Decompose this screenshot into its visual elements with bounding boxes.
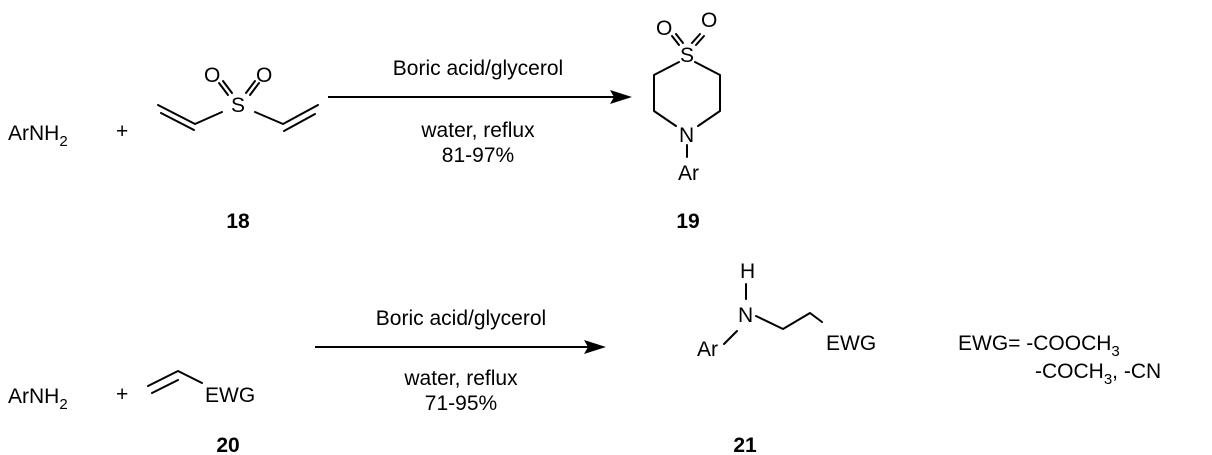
sulfone-oxygen-right: O: [256, 64, 272, 87]
divinyl-sulfone-structure: O O S: [157, 64, 319, 132]
condition-label-2: water, reflux: [403, 367, 518, 390]
product-nitrogen: N: [679, 124, 694, 147]
yield-label-1: 81-97%: [442, 144, 514, 167]
thiomorpholine-dioxide-structure: O O S N Ar: [653, 9, 721, 185]
reagent-label-2: Boric acid/glycerol: [376, 307, 546, 330]
reaction-arrow-1: [328, 90, 632, 104]
reaction-arrow-2: [315, 340, 606, 354]
reaction-1: ArNH2 + O O S Boric acid/glycerol water,…: [8, 9, 721, 233]
compound-label-18: 18: [226, 210, 250, 233]
sulfone-sulfur: S: [231, 94, 245, 117]
product-hydrogen: H: [740, 260, 755, 283]
product-oxygen-right: O: [701, 9, 717, 32]
ewg-definition: EWG= -COOCH3 -COCH3, -CN: [958, 332, 1161, 388]
plus-sign: +: [116, 383, 128, 406]
ewg-definition-line-1: EWG= -COOCH3: [958, 332, 1120, 360]
vinyl-ewg-group: EWG: [205, 384, 255, 407]
product-oxygen-left: O: [656, 17, 672, 40]
product-ewg: EWG: [826, 332, 876, 355]
compound-label-19: 19: [676, 210, 699, 233]
product-aryl: Ar: [697, 338, 718, 361]
reagent-label-1: Boric acid/glycerol: [393, 57, 563, 80]
reaction-2: ArNH2 + EWG Boric acid/glycerol water, r…: [8, 260, 1161, 455]
yield-label-2: 71-95%: [425, 392, 497, 415]
product-nitrogen: N: [738, 304, 753, 327]
product-sulfur: S: [680, 44, 694, 67]
ewg-definition-line-2: -COCH3, -CN: [1035, 360, 1161, 388]
compound-label-20: 20: [216, 434, 239, 455]
reactant-arnh2: ArNH2: [8, 385, 68, 413]
aminoethyl-product-structure: H N Ar EWG: [697, 260, 876, 361]
product-aryl: Ar: [678, 162, 699, 185]
reactant-arnh2: ArNH2: [8, 122, 68, 150]
vinyl-ewg-structure: EWG: [147, 370, 255, 407]
plus-sign: +: [116, 120, 128, 143]
compound-label-21: 21: [733, 434, 757, 455]
condition-label-1: water, reflux: [420, 119, 535, 142]
sulfone-oxygen-left: O: [204, 64, 220, 87]
